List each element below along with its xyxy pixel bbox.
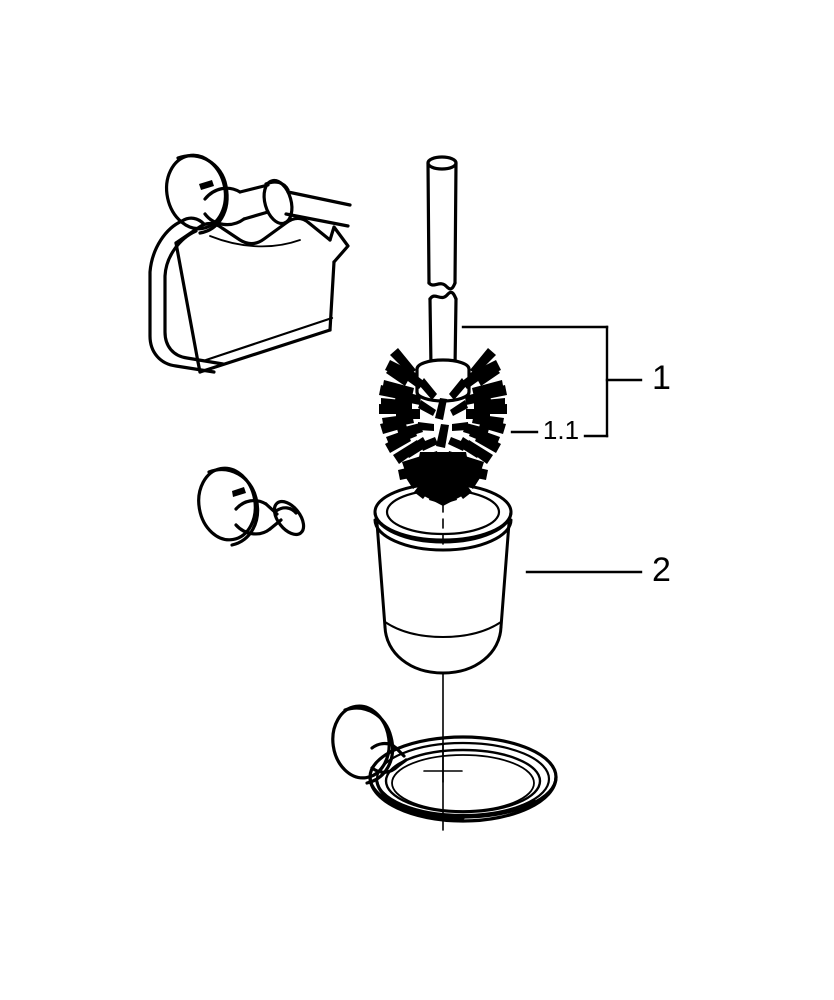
callout-label-1-1: 1.1 xyxy=(543,415,579,445)
bristle-cluster-left xyxy=(379,348,428,464)
toilet-paper-holder-part xyxy=(148,153,352,374)
brush-container-glass xyxy=(373,482,513,783)
bristle-cluster-right xyxy=(458,348,507,464)
brush-head-bristles xyxy=(379,348,507,506)
callout-leader-lines xyxy=(461,325,643,574)
wall-hook-part xyxy=(197,466,306,547)
wall-ring-holder xyxy=(331,704,558,831)
bristle-cluster-bottom xyxy=(398,451,488,506)
callout-label-1: 1 xyxy=(652,359,671,397)
callout-labels: 1 1.1 2 xyxy=(543,359,671,589)
bristle-cluster-center xyxy=(418,378,468,451)
callout-label-2: 2 xyxy=(652,551,671,589)
brush-handle-rod xyxy=(426,155,458,370)
